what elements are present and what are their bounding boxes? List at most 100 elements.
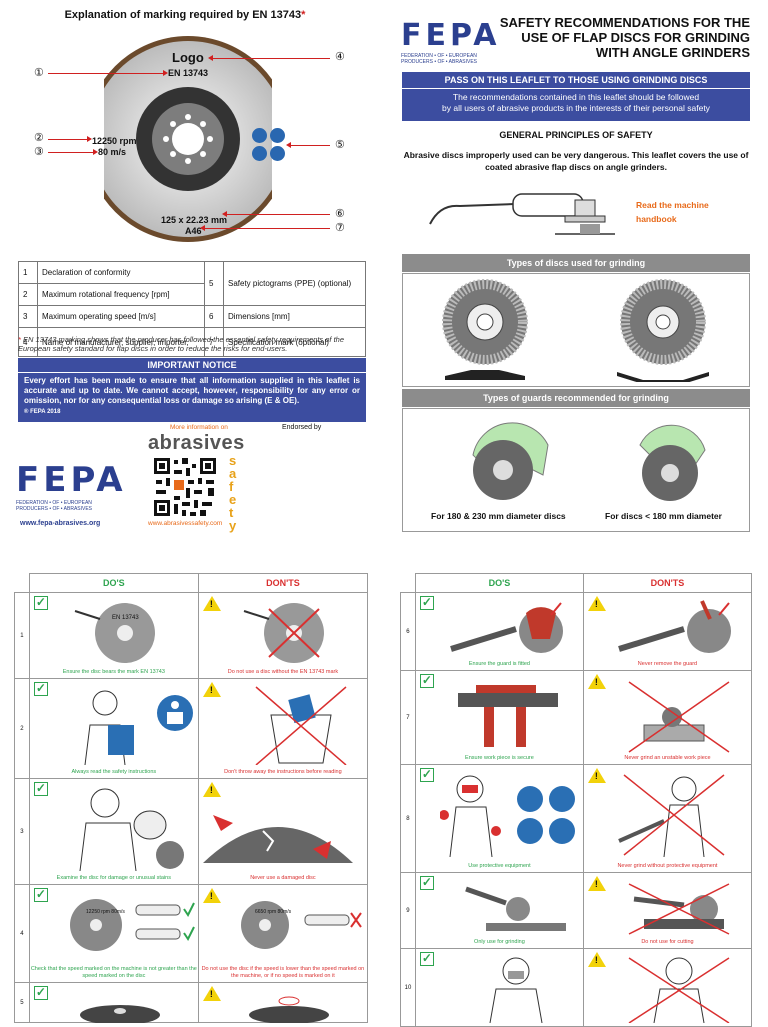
dos-donts-row: 5 ✓ xyxy=(14,982,369,1023)
dont-caption: Do not use the disc if the speed is lowe… xyxy=(201,966,365,979)
callout-3: ③ xyxy=(34,146,44,158)
read-handbook-line: handbook xyxy=(636,214,677,224)
guard-removed-illustration xyxy=(618,600,731,653)
marking-title: Explanation of marking required by EN 13… xyxy=(64,9,306,21)
warning-icon xyxy=(202,986,221,1001)
small-guard-illustration xyxy=(639,424,706,501)
callout-5: ⑤ xyxy=(335,139,345,151)
donts-heading: DON'TS xyxy=(582,573,753,593)
discs-types-panel xyxy=(402,273,750,387)
leaflet-title-line: WITH ANGLE GRINDERS xyxy=(595,45,750,60)
qr-code-icon[interactable] xyxy=(152,456,218,518)
callout-1: ① xyxy=(34,67,44,79)
flap-disc-illustration xyxy=(104,36,272,242)
marking-text: Name of manufacturer, supplier, importer… xyxy=(37,327,205,357)
bin-instructions-illustration xyxy=(255,686,347,765)
pass-on-line: The recommendations contained in this le… xyxy=(452,92,700,102)
callout-6-line xyxy=(222,211,330,217)
gloves-icon xyxy=(270,146,285,161)
callout-1-line xyxy=(48,70,168,76)
dont-cell xyxy=(582,948,753,1027)
leaflet-title: SAFETY RECOMMENDATIONS FOR THE USE OF FL… xyxy=(488,15,750,60)
general-principles-body: Abrasive discs improperly used can be ve… xyxy=(403,150,749,172)
fepa-url[interactable]: www.fepa-abrasives.org xyxy=(20,520,101,527)
donts-heading: DON'TS xyxy=(197,573,369,593)
warning-icon xyxy=(587,876,606,891)
disc-speed-label: 6650 rpm 80m/s xyxy=(255,909,292,915)
guards-types-heading: Types of guards recommended for grinding xyxy=(402,389,750,407)
mount-disc-illustration xyxy=(79,1005,160,1023)
pass-on-line: by all users of abrasive products in the… xyxy=(442,103,710,113)
warning-icon xyxy=(587,952,606,967)
worker-no-mask-illustration xyxy=(628,957,730,1023)
leaflet-title-line: USE OF FLAP DISCS FOR GRINDING xyxy=(521,30,750,45)
warning-icon xyxy=(587,768,606,783)
discs-types-heading: Types of discs used for grinding xyxy=(402,254,750,272)
row-number: 10 xyxy=(400,948,416,1027)
guards-types-panel: For 180 & 230 mm diameter discs For disc… xyxy=(402,408,750,532)
speed-too-low-illustration: 6650 rpm 80m/s xyxy=(240,901,362,949)
checkmark-icon: ✓ xyxy=(419,951,434,966)
checkmark-icon: ✓ xyxy=(33,887,48,902)
flat-flap-disc-illustration xyxy=(442,279,528,380)
pass-on-heading: PASS ON THIS LEAFLET TO THOSE USING GRIN… xyxy=(402,72,750,89)
safety-url[interactable]: www.abrasivessafety.com xyxy=(148,520,223,527)
guard-fitted-illustration xyxy=(450,602,563,653)
dont-cell: Never grind without protective equipment xyxy=(582,764,753,873)
disc-en-text: EN 13743 xyxy=(112,615,139,621)
notice-copyright: ® FEPA 2018 xyxy=(24,409,61,415)
dont-caption: Never grind an unstable work piece xyxy=(624,755,711,761)
do-cell: ✓ Always read the safety instructions xyxy=(28,678,199,779)
marking-text: Safety pictograms (PPE) (optional) xyxy=(223,261,366,306)
guard-large-label: For 180 & 230 mm diameter discs xyxy=(431,511,566,521)
row-number: 7 xyxy=(400,670,416,765)
ear-protection-icon xyxy=(270,128,285,143)
row-number: 5 xyxy=(14,982,30,1023)
callout-6: ⑥ xyxy=(335,208,345,220)
disc-speed: 80 m/s xyxy=(98,147,127,157)
abrasives-safety-logo: abrasives xyxy=(148,432,245,454)
dos-heading: DO'S xyxy=(28,573,199,593)
dos-donts-row: 7 ✓ Ensure work piece is secure Never gr… xyxy=(400,670,753,765)
read-handbook-line: Read the machine xyxy=(636,200,709,210)
notice-body: Every effort has been made to ensure tha… xyxy=(24,376,360,405)
marking-text: Specification mark (optional) xyxy=(223,327,366,357)
fepa-logo-letters: FEPA xyxy=(16,460,127,500)
callout-4: ④ xyxy=(335,51,345,63)
do-cell: ✓ Ensure the guard is fitted xyxy=(414,592,584,671)
fepa-logo-top: FEPA FEDERATION • OF • EUROPEAN PRODUCER… xyxy=(401,18,500,65)
general-principles-heading: GENERAL PRINCIPLES OF SAFETY xyxy=(499,130,653,140)
marking-num: 2 xyxy=(18,283,38,306)
callout-2-line xyxy=(48,136,92,142)
protective-equipment-illustration xyxy=(439,775,575,857)
do-caption: Only use for grinding xyxy=(474,939,525,945)
dont-caption: Never grind without protective equipment xyxy=(617,863,718,869)
wrong-mount-illustration xyxy=(248,996,329,1023)
dos-donts-row: 2 ✓ Always read the safety instructions … xyxy=(14,678,369,779)
row-number: 8 xyxy=(400,764,416,873)
dos-heading: DO'S xyxy=(414,573,584,593)
fepa-logo-bottom: FEPA FEDERATION • OF • EUROPEAN PRODUCER… xyxy=(16,460,127,512)
checkmark-icon: ✓ xyxy=(419,875,434,890)
check-speed-illustration: 12250 rpm 80m/s xyxy=(69,899,195,951)
conical-flap-disc-illustration xyxy=(617,279,709,382)
dont-cell: Never use a damaged disc xyxy=(197,778,369,885)
marking-num: 1 xyxy=(18,261,38,284)
dont-cell: Do not use for cutting xyxy=(582,872,753,949)
disc-dimensions: 125 x 22.23 mm xyxy=(161,215,228,225)
examine-disc-illustration xyxy=(79,788,184,871)
marking-footnote: * EN 13743 marking shows that the produc… xyxy=(18,335,345,353)
checkmark-icon: ✓ xyxy=(33,681,48,696)
dos-donts-row: 8 ✓ Use protective equipment Never grind… xyxy=(400,764,753,873)
eye-protection-icon xyxy=(252,128,267,143)
disc-spec: A46 xyxy=(185,226,202,236)
dos-donts-row: 10 ✓ xyxy=(400,948,753,1027)
fepa-logo-letters: FEPA xyxy=(401,18,501,53)
do-cell: ✓ xyxy=(414,948,584,1027)
dont-cell: Do not use a disc without the EN 13743 m… xyxy=(197,592,369,679)
secure-workpiece-illustration xyxy=(457,685,558,747)
do-cell: ✓ xyxy=(28,982,199,1023)
important-notice: IMPORTANT NOTICE Every effort has been m… xyxy=(18,358,366,422)
mask-icon xyxy=(252,146,267,161)
dont-caption: Never remove the guard xyxy=(637,661,698,667)
